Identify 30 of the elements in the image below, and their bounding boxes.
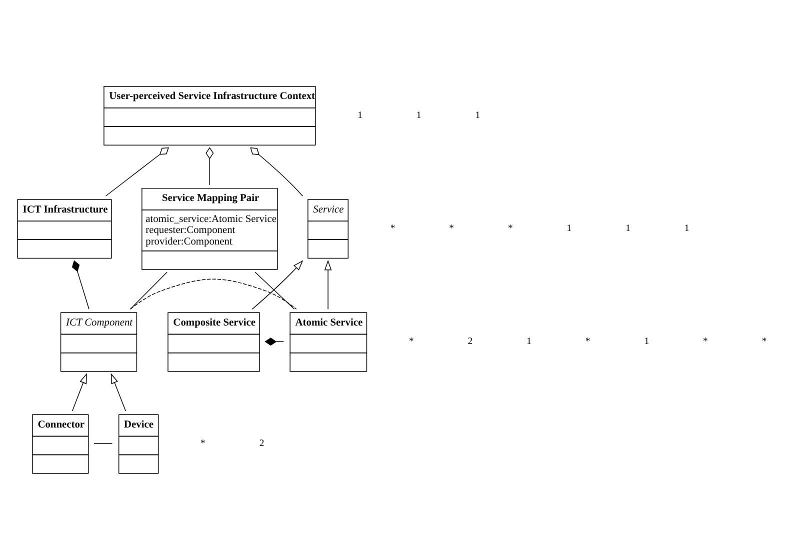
label: *: [200, 438, 206, 449]
label: 1: [475, 109, 480, 120]
label: 1: [684, 222, 690, 234]
label: *: [508, 222, 513, 234]
label: 2: [468, 336, 473, 347]
label: 1: [416, 109, 422, 120]
connector: [206, 146, 214, 185]
label: 1: [358, 109, 362, 120]
label: 1: [626, 222, 630, 234]
label: 1: [566, 222, 572, 234]
arrow: [324, 259, 332, 309]
label: 1: [526, 336, 532, 347]
label: *: [762, 336, 767, 347]
connector: [130, 278, 297, 310]
connector: [254, 271, 295, 309]
arrow: [72, 372, 87, 411]
connector: [72, 260, 90, 309]
connector: [130, 271, 168, 309]
connector: [94, 442, 113, 444]
arrow: [252, 260, 304, 310]
connector: [105, 146, 169, 196]
label: *: [449, 222, 454, 234]
label: *: [408, 336, 414, 347]
label: *: [703, 336, 708, 347]
label: 1: [644, 336, 650, 347]
label: *: [585, 336, 590, 347]
arrow: [110, 372, 126, 411]
label: *: [390, 222, 396, 234]
label: 2: [259, 438, 264, 449]
connector: [250, 146, 304, 196]
